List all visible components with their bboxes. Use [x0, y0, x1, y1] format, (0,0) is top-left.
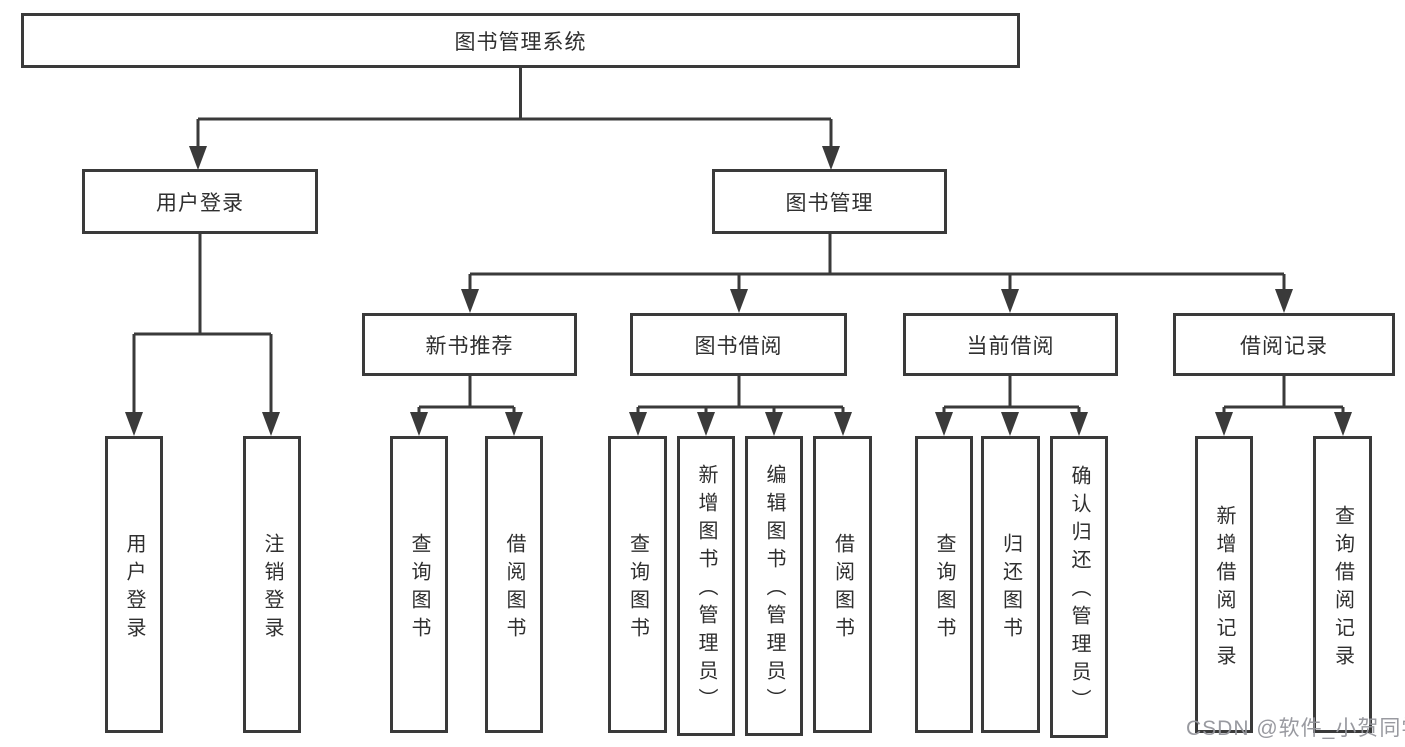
leaf-add-borrow-record: 新增借阅记录 — [1195, 436, 1253, 733]
node-book-borrow: 图书借阅 — [630, 313, 847, 376]
leaf-borrow-book-recommend: 借阅图书 — [485, 436, 543, 733]
csdn-watermark: CSDN @软件_小贺同学 — [1186, 717, 1405, 740]
node-borrow-records: 借阅记录 — [1173, 313, 1395, 376]
node-new-book-recommend: 新书推荐 — [362, 313, 577, 376]
node-book-management: 图书管理 — [712, 169, 947, 234]
leaf-add-book-admin: 新增图书（管理员） — [677, 436, 735, 736]
leaf-edit-book-admin: 编辑图书（管理员） — [745, 436, 803, 736]
leaf-logout: 注销登录 — [243, 436, 301, 733]
node-user-login: 用户登录 — [82, 169, 318, 234]
leaf-borrow-book: 借阅图书 — [813, 436, 872, 733]
node-current-borrow: 当前借阅 — [903, 313, 1118, 376]
leaf-query-book-recommend: 查询图书 — [390, 436, 448, 733]
leaf-return-book: 归还图书 — [981, 436, 1040, 733]
leaf-confirm-return-admin: 确认归还（管理员） — [1050, 436, 1108, 738]
leaf-query-book-borrow: 查询图书 — [608, 436, 667, 733]
leaf-user-login: 用户登录 — [105, 436, 163, 733]
leaf-query-borrow-record: 查询借阅记录 — [1313, 436, 1372, 733]
node-library-system: 图书管理系统 — [21, 13, 1020, 68]
leaf-query-book-current: 查询图书 — [915, 436, 973, 733]
